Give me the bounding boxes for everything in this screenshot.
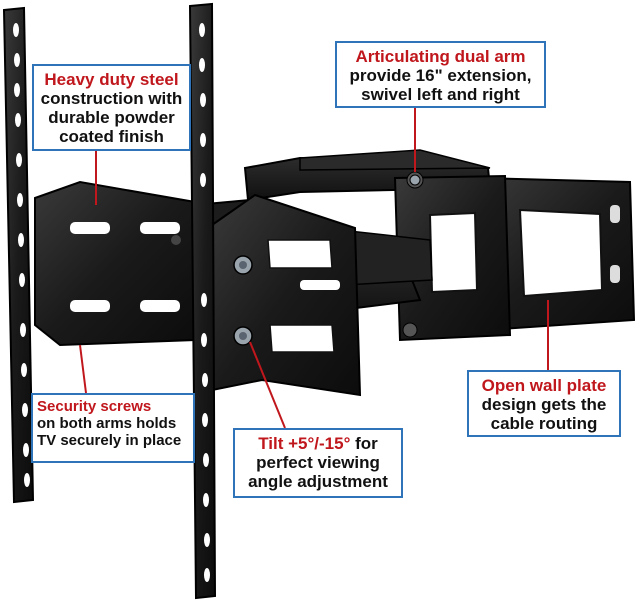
callout-articulating-line-1: provide 16" extension,	[349, 66, 532, 86]
callout-tilt-suffix: for	[350, 434, 378, 453]
callout-heavy-duty-line-2: durable powder	[48, 108, 175, 128]
callout-wall-plate-line-1: design gets the	[481, 395, 607, 415]
pointer-lines	[79, 108, 549, 429]
callout-security-line-1: on both arms holds	[37, 414, 177, 432]
callout-tilt-line-1: perfect viewing	[256, 453, 380, 473]
tilt-head	[211, 193, 362, 397]
callout-security-screws: Security screws on both arms holds TV se…	[31, 393, 195, 463]
pointer-security	[79, 344, 87, 394]
callout-tilt: Tilt +5°/-15° for perfect viewing angle …	[233, 428, 403, 498]
pointer-tilt	[249, 341, 286, 429]
callout-articulating-line-2: swivel left and right	[361, 85, 520, 105]
callout-tilt-first-line: Tilt +5°/-15° for	[235, 434, 401, 453]
right-vertical-rail	[188, 2, 217, 600]
callout-open-wall-plate: Open wall plate design gets the cable ro…	[467, 370, 621, 437]
left-vertical-rail	[2, 6, 35, 504]
callout-security-highlight: Security screws	[37, 398, 152, 415]
callout-heavy-duty-line-3: coated finish	[59, 127, 164, 147]
callout-heavy-duty-steel: Heavy duty steel construction with durab…	[32, 64, 191, 151]
callout-heavy-duty-line-1: construction with	[40, 89, 183, 109]
callout-tilt-line-2: angle adjustment	[248, 472, 388, 492]
wall-plate	[478, 176, 636, 332]
callout-heavy-duty-highlight: Heavy duty steel	[44, 70, 179, 89]
tilt-screw-lower	[233, 326, 253, 346]
callout-security-line-2: TV securely in place	[37, 431, 182, 449]
callout-tilt-highlight: Tilt +5°/-15°	[258, 434, 351, 453]
callout-articulating-arm: Articulating dual arm provide 16" extens…	[335, 41, 546, 108]
tilt-screw-upper	[233, 255, 253, 275]
callout-articulating-highlight: Articulating dual arm	[355, 47, 526, 66]
arm-screw-top	[409, 174, 421, 186]
callout-wall-plate-line-2: cable routing	[490, 414, 598, 434]
callout-wall-plate-highlight: Open wall plate	[481, 376, 607, 395]
